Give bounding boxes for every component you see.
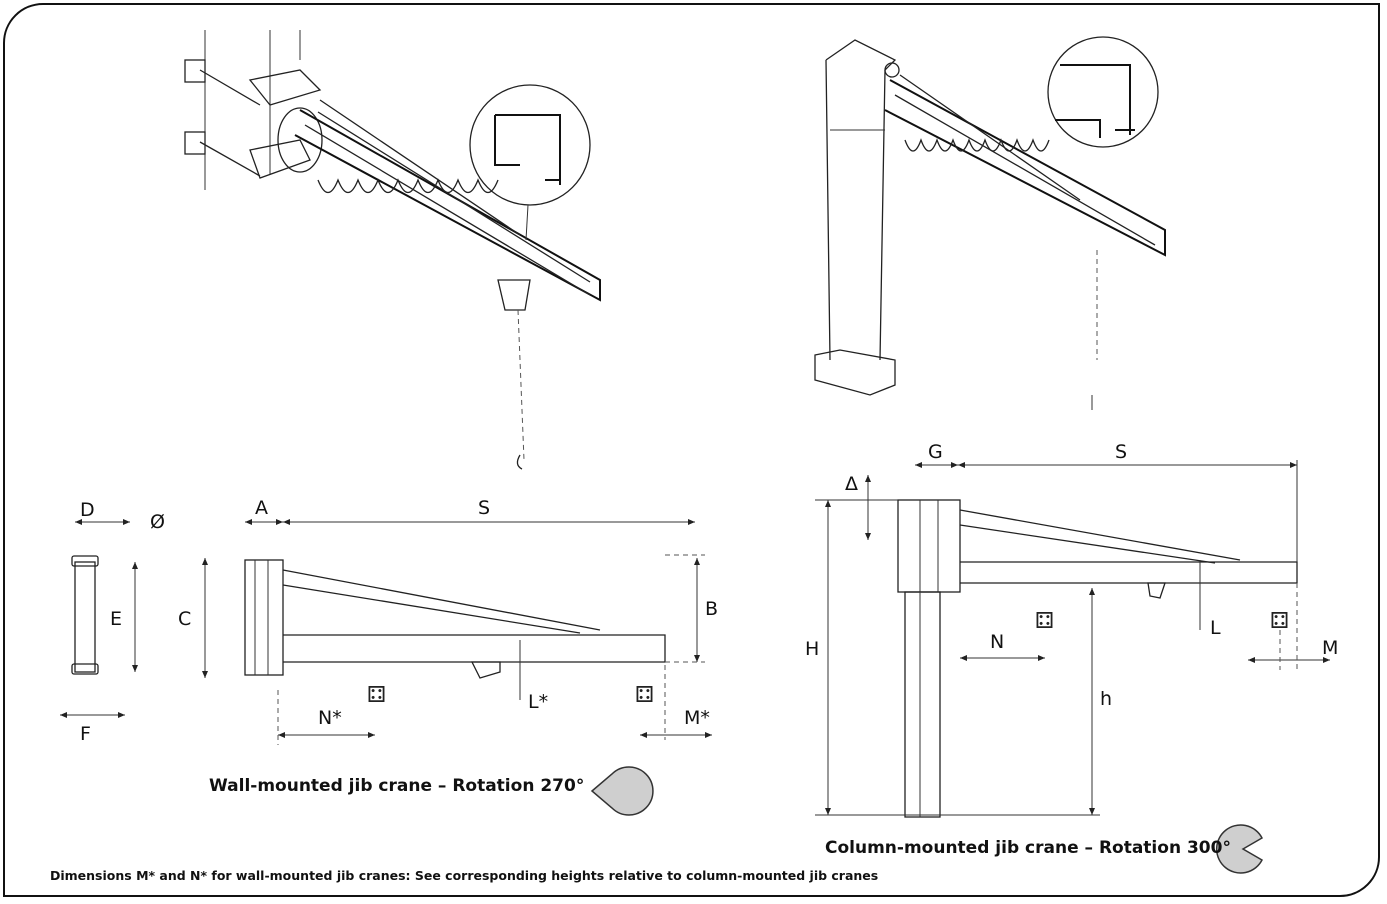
wall-crane-perspective <box>184 30 601 470</box>
dimension-labels: D Ø E F A S C B L* N* M* G S Δ H N L M h <box>80 441 1338 745</box>
label-B: B <box>705 598 718 620</box>
svg-text:⚃: ⚃ <box>1270 609 1289 634</box>
rotation-270-icon <box>590 766 654 816</box>
svg-text:⚃: ⚃ <box>1035 609 1054 634</box>
label-A: A <box>255 497 268 519</box>
label-h: h <box>1100 688 1112 710</box>
label-L-star: L* <box>528 691 548 713</box>
label-diameter: Ø <box>150 511 165 533</box>
label-D: D <box>80 499 95 521</box>
rotation-300-icon <box>1215 824 1263 874</box>
svg-text:⚃: ⚃ <box>635 683 654 708</box>
label-H: H <box>805 638 819 660</box>
column-crane-elevation: ⚃ ⚃ <box>815 460 1330 818</box>
label-G: G <box>928 441 943 463</box>
label-S: S <box>478 497 490 519</box>
column-crane-perspective <box>814 36 1166 410</box>
label-S-column: S <box>1115 441 1127 463</box>
footnote: Dimensions M* and N* for wall-mounted ji… <box>50 868 879 883</box>
label-N-star: N* <box>318 707 342 729</box>
label-delta: Δ <box>845 473 858 495</box>
label-C: C <box>178 608 191 630</box>
label-N: N <box>990 631 1004 653</box>
label-M-star: M* <box>684 707 710 729</box>
wall-crane-caption: Wall-mounted jib crane – Rotation 270° <box>209 776 585 796</box>
label-M: M <box>1322 637 1338 659</box>
svg-text:⚃: ⚃ <box>367 683 386 708</box>
column-crane-caption: Column-mounted jib crane – Rotation 300° <box>825 838 1231 858</box>
label-L: L <box>1210 617 1221 639</box>
wall-crane-elevation: ⚃ ⚃ <box>60 519 712 745</box>
page-frame <box>3 3 1380 897</box>
label-F: F <box>80 723 91 745</box>
label-E: E <box>110 608 122 630</box>
